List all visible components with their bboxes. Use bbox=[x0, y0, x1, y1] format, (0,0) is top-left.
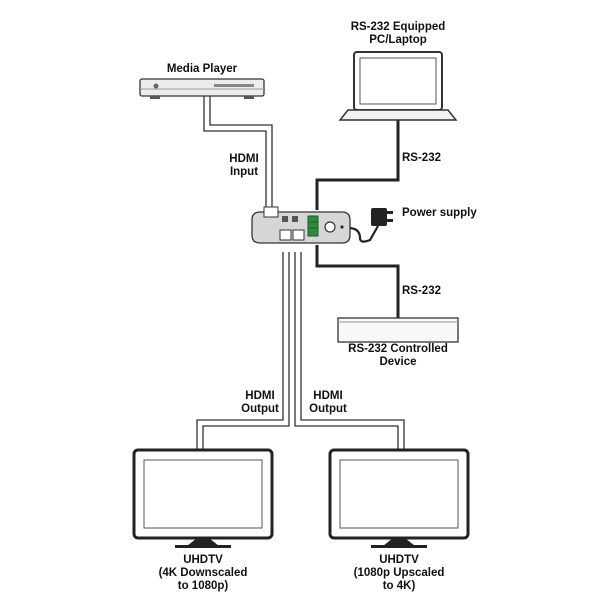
hdmi-output-right-label-line2: Output bbox=[309, 403, 347, 415]
laptop-icon bbox=[338, 51, 458, 121]
hdmi-input-cable bbox=[203, 96, 273, 208]
tv-left-label-line1: UHDTV bbox=[183, 554, 223, 566]
hdmi-output-right-label-line1: HDMI bbox=[313, 390, 343, 402]
controlled-device-icon bbox=[337, 317, 459, 343]
hdmi-input-label-line2: Input bbox=[229, 166, 259, 178]
tv-left-label: UHDTV (4K Downscaled to 1080p) bbox=[143, 554, 263, 593]
hdmi-output-left-label: HDMI Output bbox=[238, 390, 282, 416]
pc-label-line1: RS-232 Equipped bbox=[350, 21, 446, 33]
rs232-cable-bottom bbox=[315, 245, 400, 318]
power-cable bbox=[326, 225, 379, 243]
power-adapter-icon bbox=[371, 208, 393, 226]
tv-left-label-line3: to 1080p) bbox=[177, 580, 229, 592]
media-player-label: Media Player bbox=[166, 63, 238, 75]
tv-right-label-line2: (1080p Upscaled bbox=[353, 567, 445, 579]
power-supply-label: Power supply bbox=[402, 207, 477, 219]
hdmi-output-left-label-line1: HDMI bbox=[245, 390, 275, 402]
hdmi-input-label-line1: HDMI bbox=[229, 153, 259, 165]
hdmi-output-left-label-line2: Output bbox=[241, 403, 279, 415]
pc-label: RS-232 Equipped PC/Laptop bbox=[330, 21, 466, 47]
hdmi-output-cable-left bbox=[196, 252, 290, 450]
tv-right-label-line1: UHDTV bbox=[379, 554, 419, 566]
rs232-bottom-label: RS-232 bbox=[402, 285, 441, 297]
hdmi-output-cable-right bbox=[294, 252, 405, 450]
media-player-icon bbox=[139, 78, 265, 99]
tv-right-label-line3: to 4K) bbox=[382, 580, 416, 592]
pc-label-line2: PC/Laptop bbox=[369, 34, 427, 46]
controlled-device-label-line2: Device bbox=[379, 356, 417, 368]
controlled-device-label: RS-232 Controlled Device bbox=[336, 343, 460, 369]
tv-left-label-line2: (4K Downscaled bbox=[158, 567, 248, 579]
tv-right-icon bbox=[328, 448, 470, 548]
hdmi-output-right-label: HDMI Output bbox=[306, 390, 350, 416]
controlled-device-label-line1: RS-232 Controlled bbox=[348, 343, 448, 355]
tv-left-icon bbox=[132, 448, 274, 548]
tv-right-label: UHDTV (1080p Upscaled to 4K) bbox=[339, 554, 459, 593]
hdmi-input-label: HDMI Input bbox=[222, 153, 266, 179]
rs232-cable-top bbox=[315, 120, 400, 210]
rs232-top-label: RS-232 bbox=[402, 152, 441, 164]
hdmi-splitter-icon bbox=[251, 206, 351, 244]
